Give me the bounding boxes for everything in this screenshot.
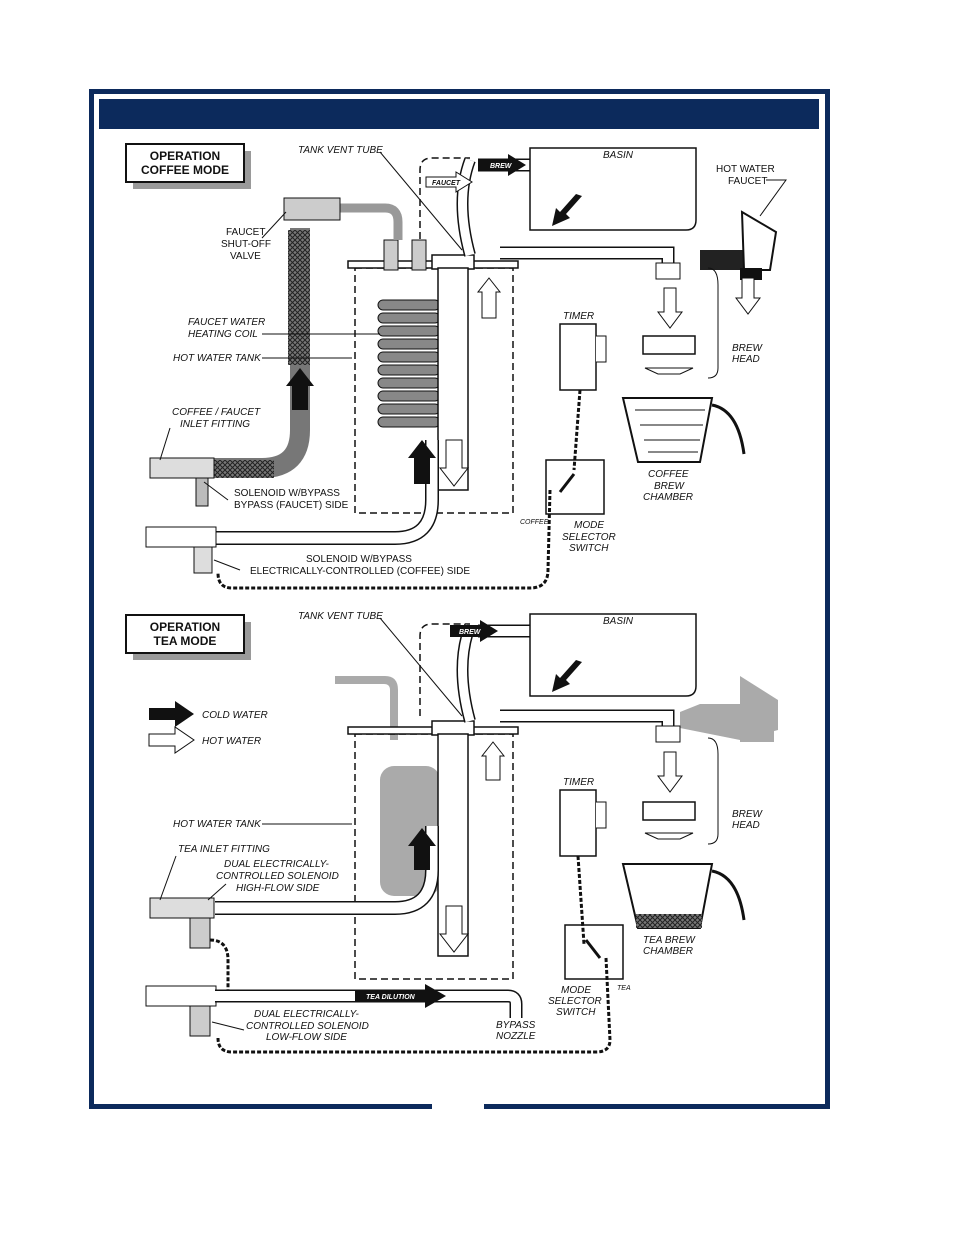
coffee-coil-label-1: FAUCET WATER <box>188 317 265 328</box>
tea-brew-arrow-top: BREW <box>459 629 482 636</box>
coffee-hot-water-faucet <box>700 210 778 280</box>
tea-basin <box>529 613 697 697</box>
coffee-timer <box>559 323 597 391</box>
tea-mode-section: OPERATION TEA MODE <box>125 611 778 1054</box>
coffee-shutoff-label-2: SHUT-OFF <box>221 239 271 250</box>
coffee-basin <box>529 147 697 231</box>
coffee-chamber-label-1: COFFEE <box>648 469 689 480</box>
tea-bypass-label-2: NOZZLE <box>496 1031 536 1042</box>
tea-timer-label: TIMER <box>563 777 594 788</box>
coffee-shutoff-label-1: FAUCET <box>226 227 265 238</box>
coffee-mode-label-1: MODE <box>574 520 604 531</box>
tea-dual-high-label-3: HIGH-FLOW SIDE <box>236 883 320 894</box>
tea-title-line2: TEA MODE <box>154 634 217 648</box>
coffee-hot-water-label-1: HOT WATER <box>716 164 775 175</box>
coffee-brew-head <box>642 262 696 375</box>
hot-water-arrow-icon <box>148 726 195 754</box>
coffee-brew-head-label-2: HEAD <box>732 354 760 365</box>
tea-chamber-label-2: CHAMBER <box>643 946 693 957</box>
tea-inlet-label: TEA INLET FITTING <box>178 844 270 855</box>
svg-text:FAUCET: FAUCET <box>432 180 461 187</box>
coffee-mode-label-3: SWITCH <box>569 543 609 554</box>
coffee-shutoff-label-3: VALVE <box>230 251 261 262</box>
coffee-brew-arrow-top: BREW <box>478 154 526 176</box>
coffee-brew-chamber <box>621 397 746 463</box>
coffee-chamber-label-3: CHAMBER <box>643 492 693 503</box>
legend-cold-water: COLD WATER <box>202 710 268 721</box>
tea-brew-head <box>642 725 696 840</box>
coffee-heating-coil <box>377 239 441 428</box>
coffee-solenoid-coffee-label-1: SOLENOID W/BYPASS <box>306 554 412 565</box>
coffee-solenoid-coffee-label-2: ELECTRICALLY-CONTROLLED (COFFEE) SIDE <box>250 566 470 577</box>
tea-bypass-label-1: BYPASS <box>496 1020 536 1031</box>
coffee-title-box <box>125 143 245 183</box>
tea-title-box <box>125 614 245 654</box>
coffee-title-line2: COFFEE MODE <box>141 163 229 177</box>
tea-chamber-label-1: TEA BREW <box>643 935 696 946</box>
tea-basin-label: BASIN <box>603 616 634 627</box>
frame-gap <box>432 1099 484 1113</box>
coffee-brew-head-label-1: BREW <box>732 343 764 354</box>
coffee-tank-vent-tube-label: TANK VENT TUBE <box>298 145 383 156</box>
coffee-mode-label-2: SELECTOR <box>562 532 616 543</box>
tea-mode-label-3: SWITCH <box>556 1007 596 1018</box>
coffee-solenoid-faucet-label-1: SOLENOID W/BYPASS <box>234 488 340 499</box>
tea-brew-head-label-1: BREW <box>732 809 764 820</box>
tea-brew-head-label-2: HEAD <box>732 820 760 831</box>
coffee-switch-position-label: COFFEE <box>520 519 549 526</box>
coffee-leader-lines <box>159 151 787 571</box>
coffee-coil-label-2: HEATING COIL <box>188 329 258 340</box>
coffee-tank-label: HOT WATER TANK <box>173 353 262 364</box>
tea-tank-vent-tube-label: TANK VENT TUBE <box>298 611 383 622</box>
tea-mode-label-2: SELECTOR <box>548 996 602 1007</box>
title-bar <box>99 99 819 129</box>
legend: COLD WATER HOT WATER <box>148 701 268 754</box>
tea-dual-low-label-2: CONTROLLED SOLENOID <box>246 1021 369 1032</box>
tea-dual-high-label-2: CONTROLLED SOLENOID <box>216 871 339 882</box>
coffee-basin-label: BASIN <box>603 150 634 161</box>
cold-water-arrow-icon <box>149 701 194 727</box>
coffee-inlet-label-2: INLET FITTING <box>180 419 250 430</box>
tea-leader-lines <box>159 617 463 1031</box>
svg-text:BREW: BREW <box>490 163 513 170</box>
coffee-faucet-arrow: FAUCET <box>425 171 473 193</box>
tea-dilution-arrow: TEA DILUTION <box>355 984 446 1008</box>
coffee-inlet-label-1: COFFEE / FAUCET <box>172 407 261 418</box>
coffee-basin-brew-arrow <box>552 194 582 226</box>
tea-brew-chamber <box>621 863 746 929</box>
coffee-chamber-label-2: BREW <box>654 481 686 492</box>
legend-hot-water: HOT WATER <box>202 736 261 747</box>
coffee-solenoid-faucet-label-2: BYPASS (FAUCET) SIDE <box>234 500 349 511</box>
tea-tank-label: HOT WATER TANK <box>173 819 262 830</box>
tea-basin-brew-arrow <box>552 660 582 692</box>
tea-dual-low-label-1: DUAL ELECTRICALLY- <box>254 1009 360 1020</box>
tea-dual-low-label-3: LOW-FLOW SIDE <box>266 1032 347 1043</box>
tea-dual-high-label-1: DUAL ELECTRICALLY- <box>224 859 330 870</box>
tea-switch-position-label: TEA <box>617 985 631 992</box>
tea-mode-label-1: MODE <box>561 985 591 996</box>
coffee-mode-section: OPERATION COFFEE MODE <box>125 143 787 590</box>
svg-text:TEA DILUTION: TEA DILUTION <box>366 994 416 1001</box>
coffee-timer-label: TIMER <box>563 311 594 322</box>
coffee-hot-water-label-2: FAUCET <box>728 176 767 187</box>
tea-title-line1: OPERATION <box>150 620 220 634</box>
coffee-title-line1: OPERATION <box>150 149 220 163</box>
tea-timer <box>559 789 597 857</box>
